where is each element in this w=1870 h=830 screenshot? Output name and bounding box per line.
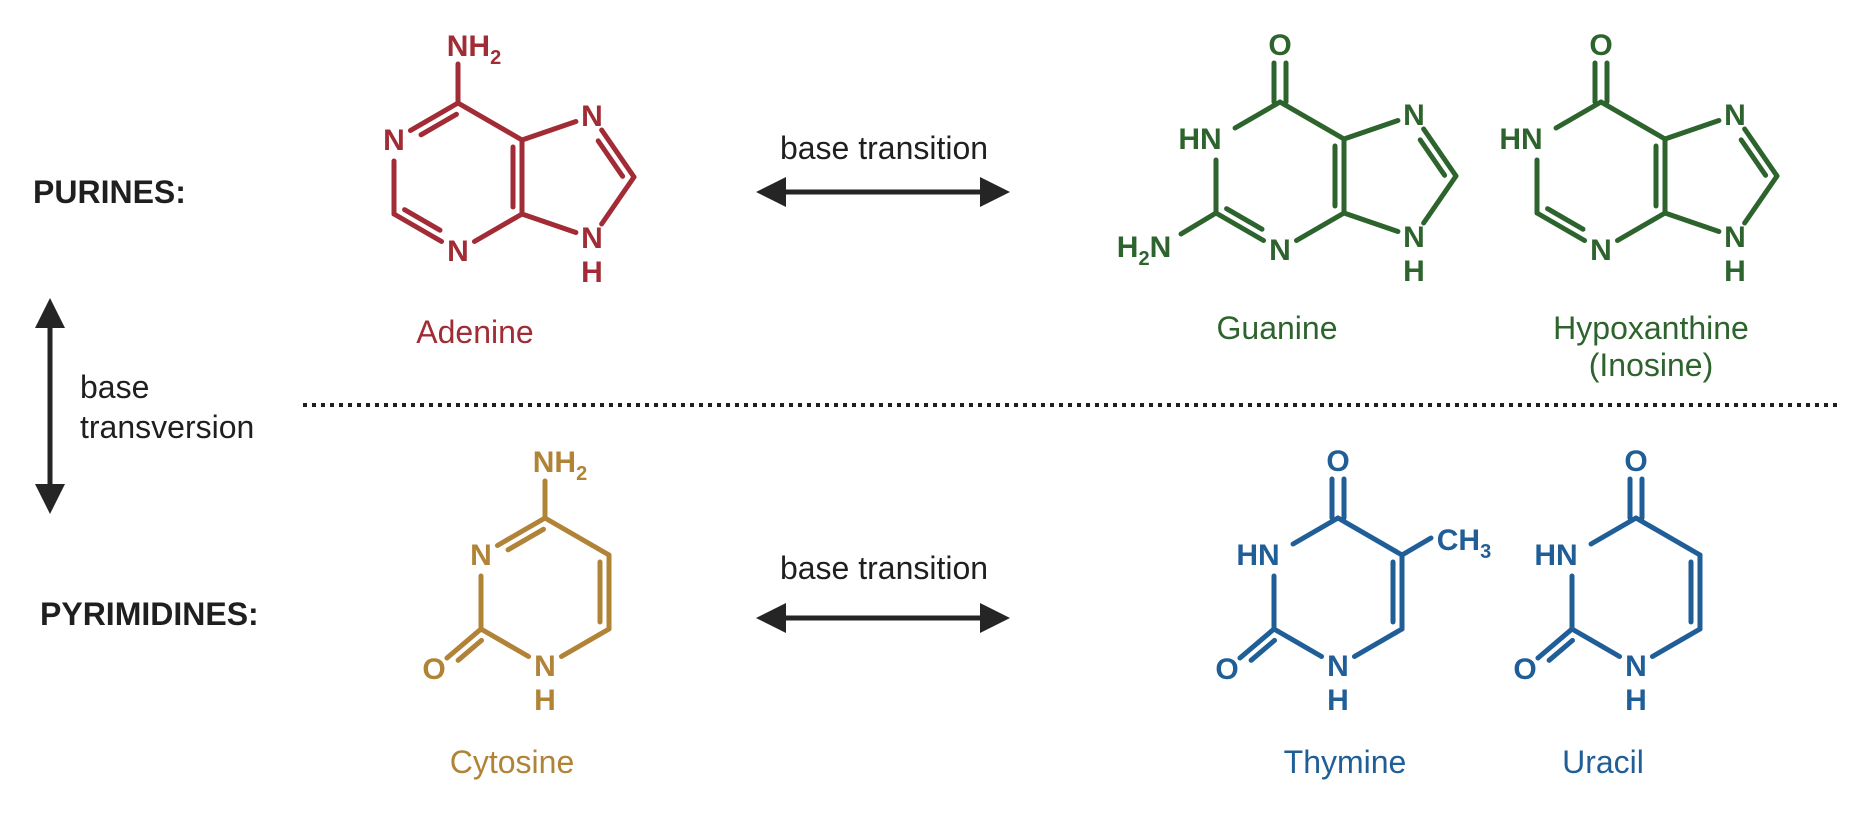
guanine-atom-label: H2N	[1117, 231, 1171, 270]
base-transversion-label: base transversion	[80, 367, 254, 447]
adenine-atom-label: N	[447, 235, 469, 268]
cytosine-atom-label: NH2	[533, 446, 587, 485]
hypoxanthine-atom-label: N	[1724, 221, 1746, 254]
uracil-atom-label: O	[1624, 445, 1647, 478]
thymine-atom-labels: O HN O NH CH3	[1215, 445, 1491, 717]
cytosine-atom-label: O	[422, 653, 445, 686]
thymine-atom-label: O	[1215, 653, 1238, 686]
adenine-atom-label: N	[581, 100, 603, 133]
guanine-atom-label: O	[1268, 29, 1291, 62]
guanine-atom-label: HN	[1178, 123, 1221, 156]
hypoxanthine-caption-alt-name: (Inosine)	[1588, 347, 1714, 383]
cytosine-atom-label: N	[534, 650, 556, 683]
cytosine-atom-label: N	[470, 539, 492, 572]
uracil-caption: Uracil	[1562, 744, 1644, 780]
base-transversion-line2: transversion	[80, 409, 255, 445]
uracil-atom-label: N	[1625, 650, 1647, 683]
hypoxanthine-atom-label: H	[1724, 255, 1746, 288]
hypoxanthine-caption: Hypoxanthine (Inosine)	[1491, 310, 1811, 384]
base-transition-arrow-top	[756, 177, 1010, 207]
thymine-atom-label: H	[1327, 684, 1349, 717]
guanine-atom-label: H	[1403, 255, 1425, 288]
hypoxanthine-atom-label: O	[1589, 29, 1612, 62]
guanine-atom-label: N	[1403, 99, 1425, 132]
uracil-atom-label: HN	[1534, 539, 1577, 572]
thymine-structure	[1237, 476, 1434, 663]
thymine-caption: Thymine	[1283, 744, 1407, 780]
thymine-atom-label: O	[1326, 445, 1349, 478]
uracil-structure	[1535, 476, 1703, 663]
adenine-atom-label: H	[581, 256, 603, 289]
uracil-atom-label: O	[1513, 653, 1536, 686]
hypoxanthine-atom-label: HN	[1499, 123, 1542, 156]
adenine-atom-label: N	[383, 124, 405, 157]
thymine-atom-label: N	[1327, 650, 1349, 683]
thymine-atom-label: HN	[1236, 539, 1279, 572]
base-transversion-arrow	[35, 298, 65, 514]
cytosine-structure	[444, 478, 612, 663]
guanine-caption: Guanine	[1216, 310, 1338, 346]
base-transition-arrow-bottom	[756, 603, 1010, 633]
guanine-structure	[1178, 60, 1459, 243]
base-transition-label-bottom: base transition	[779, 550, 989, 586]
hypoxanthine-atom-label: N	[1590, 234, 1612, 267]
cytosine-caption: Cytosine	[449, 744, 575, 780]
hypoxanthine-atom-label: N	[1724, 99, 1746, 132]
guanine-atom-label: N	[1269, 234, 1291, 267]
adenine-structure	[391, 61, 637, 244]
base-transition-label-top: base transition	[779, 130, 989, 166]
adenine-atom-label: N	[581, 222, 603, 255]
guanine-atom-label: N	[1403, 221, 1425, 254]
uracil-atom-label: H	[1625, 684, 1647, 717]
uracil-atom-labels: O HN O NH	[1513, 445, 1647, 717]
hypoxanthine-structure	[1534, 60, 1780, 243]
purines-row-label: PURINES:	[33, 174, 186, 210]
base-transversion-line1: base	[80, 369, 150, 405]
hypoxanthine-caption-name: Hypoxanthine	[1553, 310, 1749, 346]
cytosine-atom-label: H	[534, 684, 556, 717]
thymine-atom-label: CH3	[1437, 524, 1491, 563]
adenine-caption: Adenine	[416, 314, 534, 350]
adenine-atom-label: NH2	[447, 30, 501, 69]
pyrimidines-row-label: PYRIMIDINES:	[40, 596, 259, 632]
